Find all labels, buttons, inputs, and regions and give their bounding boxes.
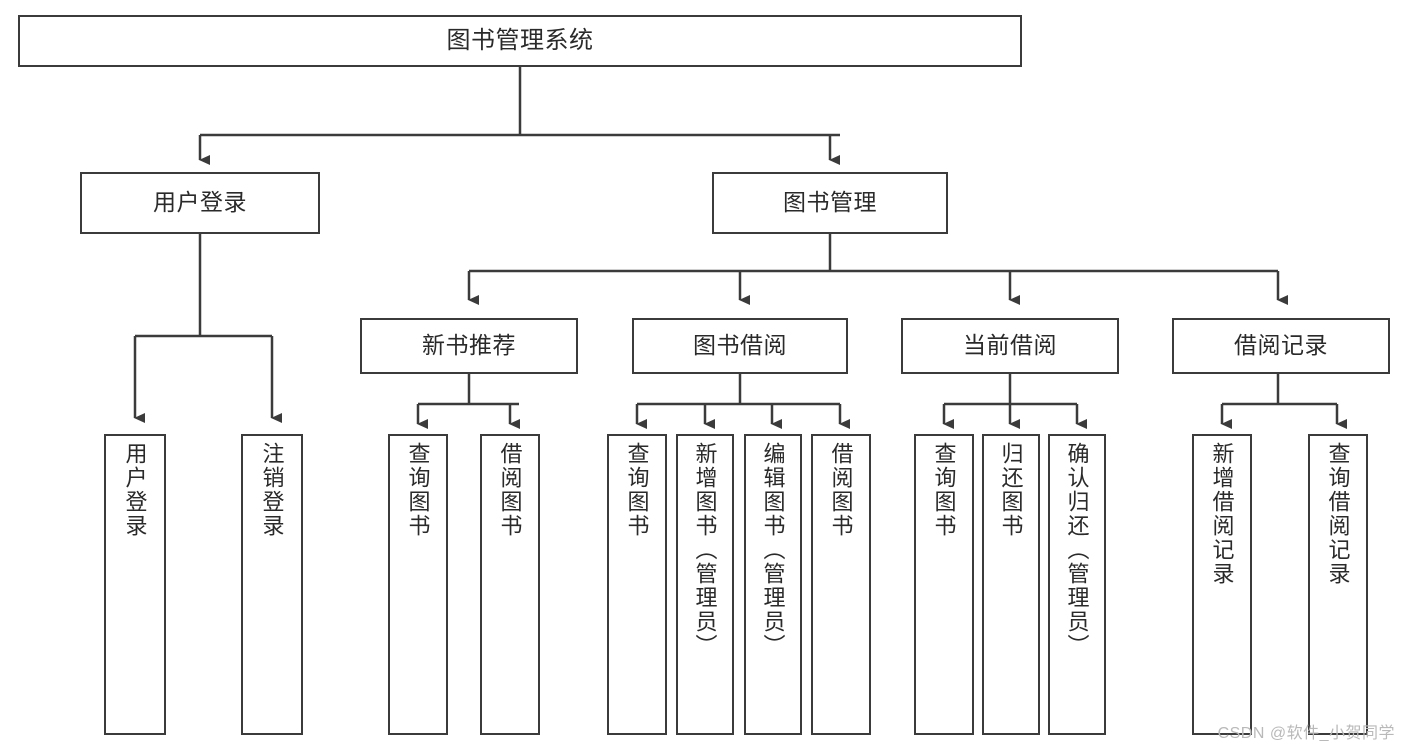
node-label: 新增图书（管理员） (692, 442, 718, 658)
node-label: 图书管理 (783, 189, 877, 216)
leaf-user-login[interactable]: 用户登录 (104, 434, 166, 735)
leaf-current-borrow-query-books[interactable]: 查询图书 (914, 434, 974, 735)
leaf-current-borrow-return-books[interactable]: 归还图书 (982, 434, 1040, 735)
leaf-book-borrow-edit-book-admin[interactable]: 编辑图书（管理员） (744, 434, 802, 735)
leaf-book-borrow-borrow-books[interactable]: 借阅图书 (811, 434, 871, 735)
node-label: 查询图书 (405, 442, 431, 538)
node-label: 图书借阅 (693, 332, 787, 359)
leaf-logout-login[interactable]: 注销登录 (241, 434, 303, 735)
node-label: 确认归还（管理员） (1064, 442, 1090, 658)
node-new-book-recommend[interactable]: 新书推荐 (360, 318, 578, 374)
node-label: 查询图书 (931, 442, 957, 538)
node-label: 新增借阅记录 (1209, 442, 1235, 586)
node-label: 当前借阅 (963, 332, 1057, 359)
node-current-borrow[interactable]: 当前借阅 (901, 318, 1119, 374)
leaf-borrow-record-query-record[interactable]: 查询借阅记录 (1308, 434, 1368, 735)
leaf-new-book-borrow-books[interactable]: 借阅图书 (480, 434, 540, 735)
node-root-book-management-system[interactable]: 图书管理系统 (18, 15, 1022, 67)
node-label: 注销登录 (259, 442, 285, 538)
node-borrow-record[interactable]: 借阅记录 (1172, 318, 1390, 374)
node-book-management[interactable]: 图书管理 (712, 172, 948, 234)
node-book-borrow[interactable]: 图书借阅 (632, 318, 848, 374)
node-label: 新书推荐 (422, 332, 516, 359)
node-label: 用户登录 (122, 442, 148, 538)
node-label: 借阅图书 (497, 442, 523, 538)
node-label: 查询借阅记录 (1325, 442, 1351, 586)
watermark: CSDN @软件_小贺同学 (1217, 725, 1395, 742)
node-label: 查询图书 (624, 442, 650, 538)
node-label: 借阅记录 (1234, 332, 1328, 359)
node-label: 归还图书 (998, 442, 1024, 538)
leaf-book-borrow-query-books[interactable]: 查询图书 (607, 434, 667, 735)
node-label: 用户登录 (153, 189, 247, 216)
node-label: 借阅图书 (828, 442, 854, 538)
leaf-borrow-record-add-record[interactable]: 新增借阅记录 (1192, 434, 1252, 735)
leaf-book-borrow-add-book-admin[interactable]: 新增图书（管理员） (676, 434, 734, 735)
leaf-current-borrow-confirm-return-admin[interactable]: 确认归还（管理员） (1048, 434, 1106, 735)
leaf-new-book-query-books[interactable]: 查询图书 (388, 434, 448, 735)
node-label: 编辑图书（管理员） (760, 442, 786, 658)
node-user-login[interactable]: 用户登录 (80, 172, 320, 234)
node-label: 图书管理系统 (446, 26, 594, 54)
